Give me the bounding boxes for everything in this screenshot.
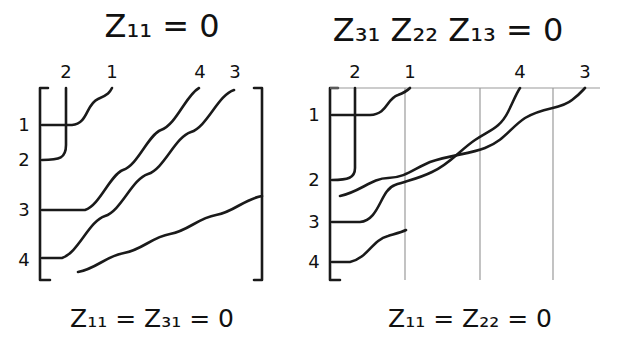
column-label: 2 xyxy=(349,63,360,81)
row-label: 1 xyxy=(18,116,29,134)
column-label: 1 xyxy=(106,63,117,81)
grid-line xyxy=(552,88,553,280)
column-label: 3 xyxy=(229,63,240,81)
row-label: 4 xyxy=(18,251,29,269)
pipe xyxy=(332,88,410,115)
caption-equation: Z₁₁ = Z₃₁ = 0 xyxy=(70,306,234,331)
column-label: 3 xyxy=(579,63,590,81)
pipe xyxy=(42,90,234,258)
column-label: 1 xyxy=(404,63,415,81)
column-label: 4 xyxy=(194,63,205,81)
row-label: 2 xyxy=(18,151,29,169)
pipe xyxy=(42,88,199,210)
row-label: 4 xyxy=(308,253,319,271)
grid-line xyxy=(404,88,405,280)
pipe xyxy=(332,88,355,180)
grid-line xyxy=(479,88,480,280)
row-label: 3 xyxy=(308,213,319,231)
column-label: 4 xyxy=(514,63,525,81)
pipe xyxy=(332,88,520,222)
row-label: 2 xyxy=(308,171,319,189)
column-label: 2 xyxy=(60,63,71,81)
matrix-bracket xyxy=(40,88,50,280)
pipe xyxy=(332,230,406,262)
pipe xyxy=(78,196,262,272)
matrix-bracket xyxy=(330,88,340,280)
equation: Z₁₁ = 0 xyxy=(104,10,219,42)
equation: Z₃₁ Z₂₂ Z₁₃ = 0 xyxy=(333,14,564,46)
matrix-bracket xyxy=(254,88,262,280)
pipe xyxy=(42,88,112,125)
grid-line xyxy=(330,87,600,88)
pipe xyxy=(340,88,585,196)
row-label: 3 xyxy=(18,201,29,219)
row-label: 1 xyxy=(308,106,319,124)
caption-equation: Z₁₁ = Z₂₂ = 0 xyxy=(388,306,552,331)
